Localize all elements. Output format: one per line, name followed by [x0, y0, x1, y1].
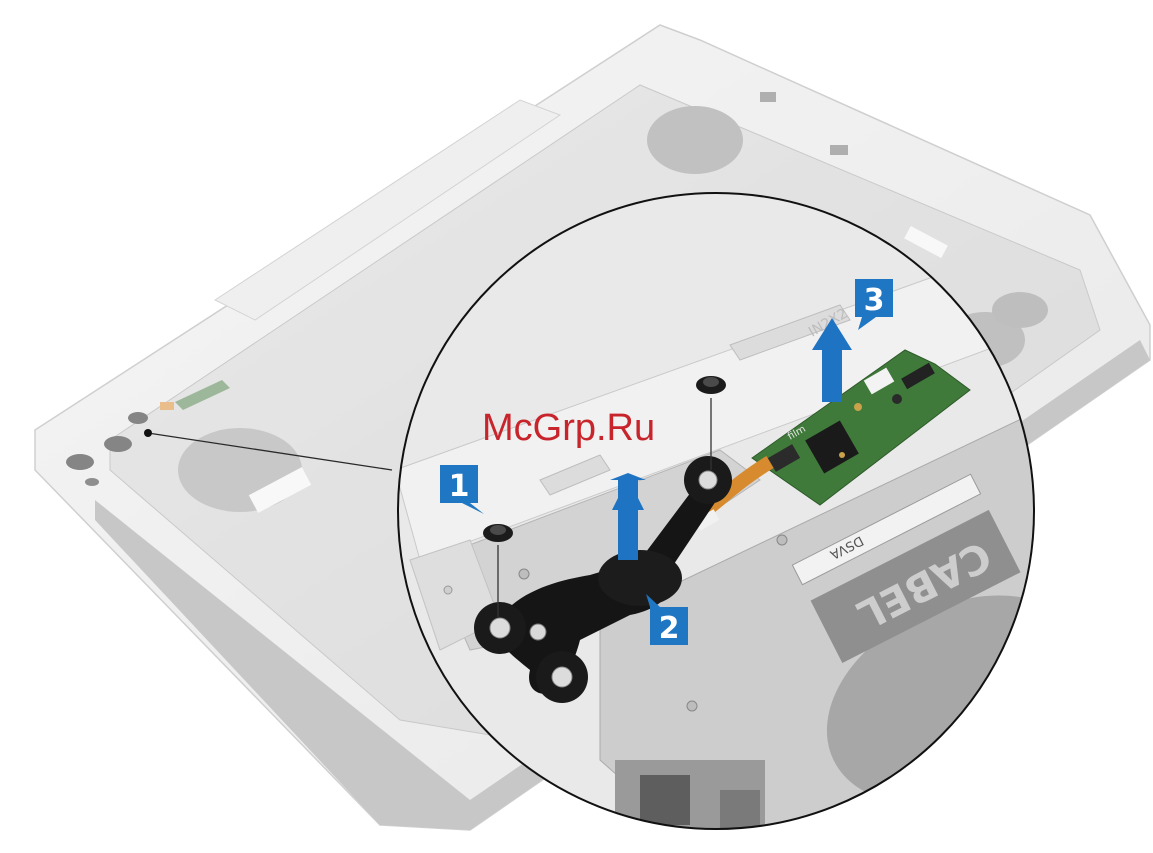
svg-text:3: 3	[864, 283, 885, 318]
callout-dot	[144, 429, 152, 437]
svg-text:2: 2	[659, 611, 680, 646]
svg-text:1: 1	[449, 469, 470, 504]
watermark-text: McGrp.Ru	[482, 407, 655, 449]
